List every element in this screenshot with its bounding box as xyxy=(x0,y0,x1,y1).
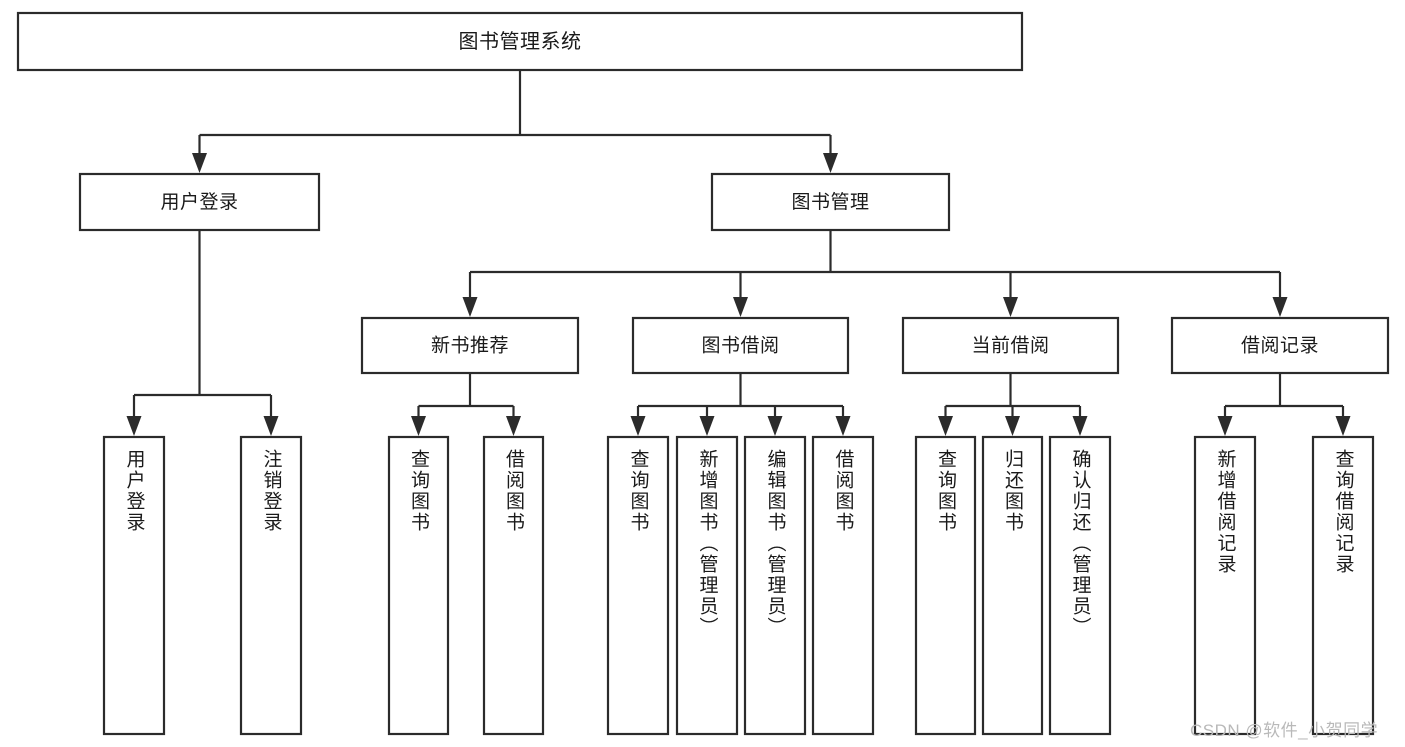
arrow-head-leaf-query-book-1 xyxy=(411,416,426,436)
arrow-head-leaf-edit-book xyxy=(767,416,783,436)
node-label-book-manage: 图书管理 xyxy=(791,191,869,213)
node-leaf-borrow-book-1[interactable] xyxy=(482,435,545,736)
node-box-leaf-user-logout[interactable] xyxy=(239,435,303,736)
arrow-head-borrow-record xyxy=(1272,297,1288,317)
node-root[interactable]: 图书管理系统 xyxy=(16,11,1024,72)
watermark-text: CSDN @软件_小贺同学 xyxy=(1190,721,1379,740)
connector-layer xyxy=(126,70,1351,436)
node-leaf-add-book[interactable] xyxy=(675,435,739,736)
node-leaf-query-book-3[interactable] xyxy=(914,435,977,736)
arrow-head-leaf-user-login xyxy=(126,416,142,436)
node-book-manage[interactable]: 图书管理 xyxy=(710,172,951,232)
arrow-head-leaf-query-book-3 xyxy=(938,416,953,436)
node-box-leaf-query-record[interactable] xyxy=(1311,435,1375,736)
node-box-leaf-borrow-book-1[interactable] xyxy=(482,435,545,736)
node-leaf-borrow-book-2[interactable] xyxy=(811,435,875,736)
node-leaf-user-logout[interactable] xyxy=(239,435,303,736)
node-label-current-borrow: 当前借阅 xyxy=(971,335,1049,357)
node-label-new-book-recommend: 新书推荐 xyxy=(431,335,509,357)
node-box-leaf-confirm-return[interactable] xyxy=(1048,435,1112,736)
arrow-head-leaf-add-record xyxy=(1217,416,1233,436)
node-box-leaf-add-record[interactable] xyxy=(1193,435,1257,736)
arrow-head-leaf-add-book xyxy=(699,416,715,436)
arrow-head-user-login xyxy=(192,153,207,173)
arrow-head-new-book-recommend xyxy=(462,297,478,317)
node-box-new-book-recommend[interactable] xyxy=(360,316,580,375)
node-label-borrow-record: 借阅记录 xyxy=(1241,335,1319,357)
node-box-leaf-query-book-3[interactable] xyxy=(914,435,977,736)
node-box-leaf-user-login[interactable] xyxy=(102,435,166,736)
node-box-root[interactable] xyxy=(16,11,1024,72)
node-box-leaf-query-book-2[interactable] xyxy=(606,435,670,736)
node-box-leaf-borrow-book-2[interactable] xyxy=(811,435,875,736)
node-box-user-login[interactable] xyxy=(78,172,321,232)
arrow-head-book-manage xyxy=(823,153,838,173)
node-leaf-return-book[interactable] xyxy=(981,435,1044,736)
arrow-head-leaf-query-book-2 xyxy=(630,416,646,436)
node-current-borrow[interactable]: 当前借阅 xyxy=(901,316,1120,375)
node-label-user-login: 用户登录 xyxy=(160,191,238,213)
node-leaf-edit-book[interactable] xyxy=(743,435,807,736)
node-box-borrow-record[interactable] xyxy=(1170,316,1390,375)
arrow-head-current-borrow xyxy=(1003,297,1018,317)
node-borrow-record[interactable]: 借阅记录 xyxy=(1170,316,1390,375)
node-leaf-user-login[interactable] xyxy=(102,435,166,736)
node-leaf-query-record[interactable] xyxy=(1311,435,1375,736)
node-user-login[interactable]: 用户登录 xyxy=(78,172,321,232)
arrow-head-leaf-query-record xyxy=(1335,416,1351,436)
arrow-head-leaf-confirm-return xyxy=(1072,416,1088,436)
node-box-leaf-edit-book[interactable] xyxy=(743,435,807,736)
node-leaf-query-book-1[interactable] xyxy=(387,435,450,736)
node-book-borrow[interactable]: 图书借阅 xyxy=(631,316,850,375)
node-label-book-borrow: 图书借阅 xyxy=(701,335,779,357)
node-box-leaf-query-book-1[interactable] xyxy=(387,435,450,736)
node-leaf-add-record[interactable] xyxy=(1193,435,1257,736)
node-leaf-confirm-return[interactable] xyxy=(1048,435,1112,736)
arrow-head-leaf-borrow-book-2 xyxy=(835,416,851,436)
node-box-leaf-add-book[interactable] xyxy=(675,435,739,736)
node-box-book-manage[interactable] xyxy=(710,172,951,232)
arrow-head-leaf-user-logout xyxy=(263,416,279,436)
node-leaf-query-book-2[interactable] xyxy=(606,435,670,736)
node-box-leaf-return-book[interactable] xyxy=(981,435,1044,736)
node-box-book-borrow[interactable] xyxy=(631,316,850,375)
arrow-head-leaf-return-book xyxy=(1005,416,1020,436)
node-label-root: 图书管理系统 xyxy=(459,30,582,53)
node-box-current-borrow[interactable] xyxy=(901,316,1120,375)
arrow-head-leaf-borrow-book-1 xyxy=(506,416,521,436)
node-new-book-recommend[interactable]: 新书推荐 xyxy=(360,316,580,375)
arrow-head-book-borrow xyxy=(733,297,748,317)
